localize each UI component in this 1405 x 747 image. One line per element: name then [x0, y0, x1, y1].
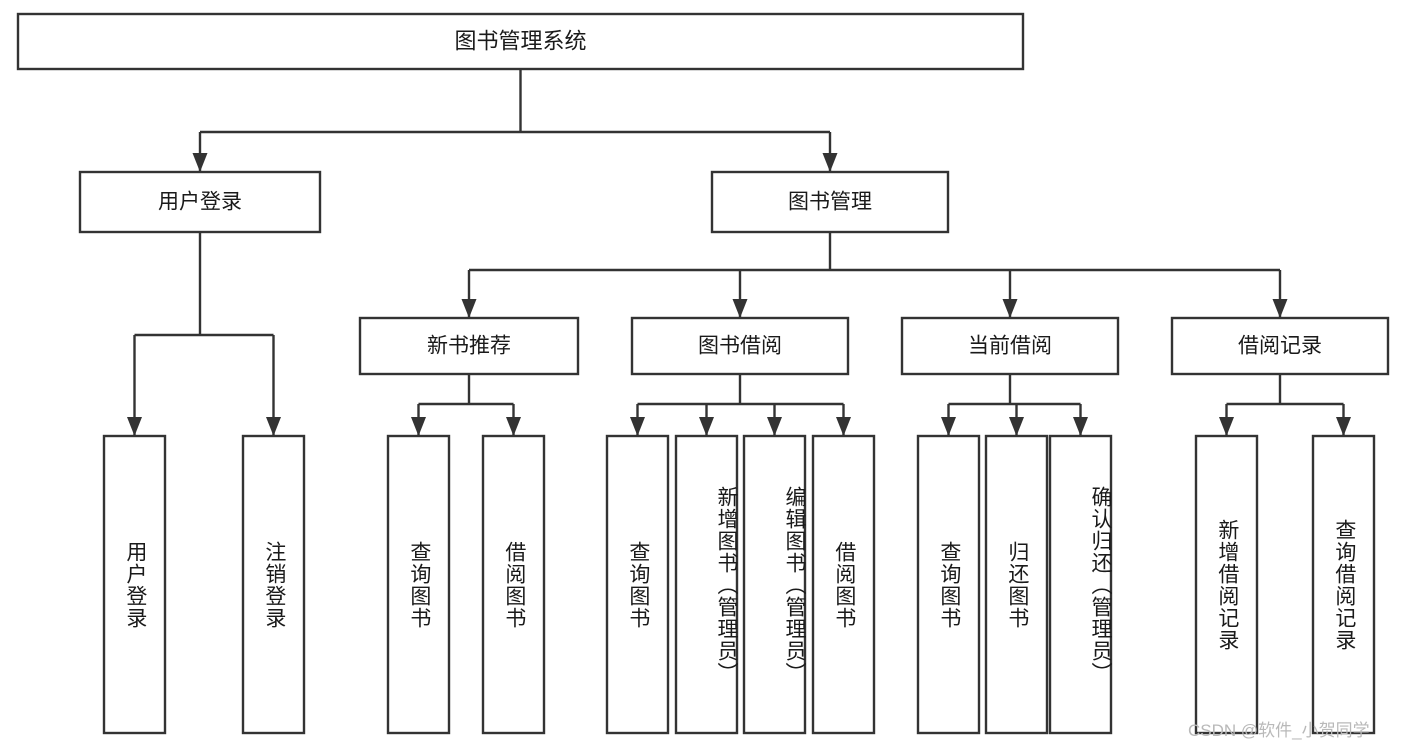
node-label-new-book-recommend: 新书推荐: [427, 335, 511, 358]
node-box-borrow-record[interactable]: [1170, 316, 1390, 376]
boxes-layer: [16, 12, 1390, 735]
arrow-head-icon: [1009, 417, 1024, 436]
arrow-head-icon: [411, 417, 426, 436]
arrow-head-icon: [1272, 299, 1288, 318]
node-label-book-borrow: 图书借阅: [698, 335, 782, 358]
node-box-leaf-query-borrow-record[interactable]: [1311, 434, 1376, 735]
node-box-leaf-borrow-book-rec[interactable]: [481, 434, 546, 735]
node-box-leaf-user-login[interactable]: [102, 434, 167, 735]
arrow-head-icon: [1073, 417, 1088, 436]
arrow-head-icon: [630, 417, 645, 436]
node-box-root[interactable]: [16, 12, 1025, 71]
node-box-leaf-add-borrow-record[interactable]: [1194, 434, 1259, 735]
arrow-head-icon: [732, 299, 748, 318]
arrow-head-icon: [822, 153, 838, 172]
node-box-book-manage[interactable]: [710, 170, 950, 234]
arrow-head-icon: [266, 417, 281, 436]
arrow-head-icon: [192, 153, 208, 172]
node-box-leaf-query-book-borrow[interactable]: [605, 434, 670, 735]
node-box-user-login[interactable]: [78, 170, 322, 234]
csdn-watermark: CSDN @软件_小贺同学: [1188, 721, 1370, 740]
arrow-head-icon: [836, 417, 851, 436]
arrow-head-icon: [1002, 299, 1018, 318]
node-box-leaf-user-logout[interactable]: [241, 434, 306, 735]
node-box-leaf-return-book[interactable]: [984, 434, 1049, 735]
node-box-leaf-add-book[interactable]: [674, 434, 739, 735]
node-label-user-login: 用户登录: [158, 191, 242, 214]
node-box-book-borrow[interactable]: [630, 316, 850, 376]
arrow-head-icon: [506, 417, 521, 436]
arrow-head-icon: [767, 417, 782, 436]
node-box-leaf-query-book-current[interactable]: [916, 434, 981, 735]
node-label-current-borrow: 当前借阅: [968, 335, 1052, 358]
node-box-new-book-recommend[interactable]: [358, 316, 580, 376]
arrow-head-icon: [461, 299, 477, 318]
node-label-book-manage: 图书管理: [788, 191, 872, 214]
node-box-current-borrow[interactable]: [900, 316, 1120, 376]
node-box-leaf-confirm-return[interactable]: [1048, 434, 1113, 735]
node-label-root: 图书管理系统: [454, 28, 586, 53]
node-box-leaf-borrow-book[interactable]: [811, 434, 876, 735]
node-label-borrow-record: 借阅记录: [1238, 335, 1322, 358]
arrow-head-icon: [127, 417, 142, 436]
node-box-leaf-edit-book[interactable]: [742, 434, 807, 735]
arrow-head-icon: [1219, 417, 1234, 436]
arrow-head-icon: [1336, 417, 1351, 436]
node-box-leaf-query-book-rec[interactable]: [386, 434, 451, 735]
connectors-layer: [127, 69, 1351, 436]
arrow-head-icon: [941, 417, 956, 436]
arrow-head-icon: [699, 417, 714, 436]
